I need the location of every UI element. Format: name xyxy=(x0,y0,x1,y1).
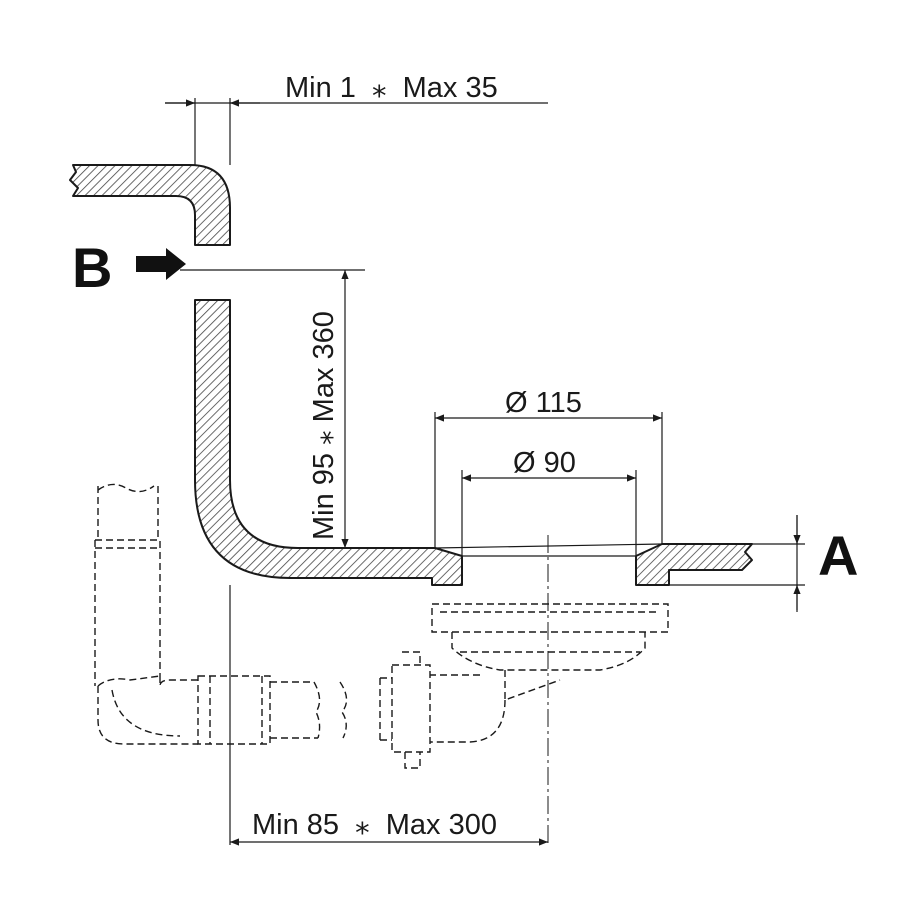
reference-lines xyxy=(180,98,805,845)
bottom-dimension-label: Min 85 ⁎ Max 300 xyxy=(252,809,497,841)
point-b-label: B xyxy=(72,236,112,299)
sink-section-right xyxy=(635,543,753,586)
worktop-section-upper xyxy=(69,164,231,246)
inner-diameter-label: Ø 90 xyxy=(513,447,576,479)
sink-section-lower xyxy=(194,299,463,586)
outer-diameter-label: Ø 115 xyxy=(505,387,582,419)
point-a-label: A xyxy=(818,524,858,587)
dimension-lines xyxy=(165,99,801,846)
b-arrow xyxy=(136,248,186,280)
waste-fitting-dashed xyxy=(94,483,669,769)
vertical-dimension-label: Min 95 ⁎ Max 360 xyxy=(308,311,340,540)
top-dimension-label: Min 1 ⁎ Max 35 xyxy=(285,72,498,104)
sink-profile xyxy=(69,164,753,586)
